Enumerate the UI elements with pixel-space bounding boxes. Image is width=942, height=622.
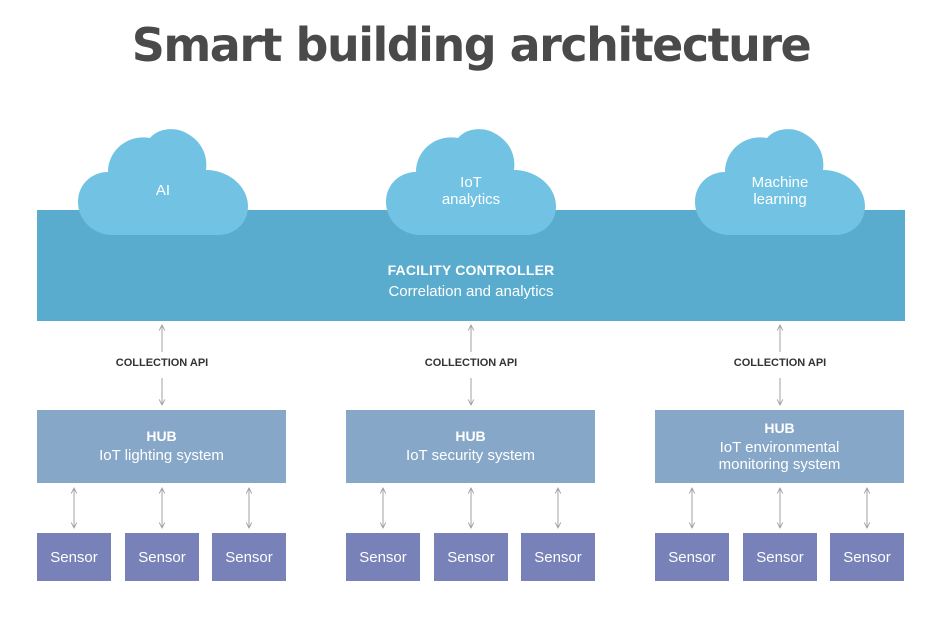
hub-subtitle: IoT lighting system xyxy=(99,447,224,464)
collection-api-label: COLLECTION API xyxy=(115,357,209,369)
cloud-iot-analytics: IoT analytics xyxy=(386,128,556,236)
cloud-icon xyxy=(78,129,248,235)
cloud-machine-learning: Machine learning xyxy=(695,128,865,236)
cloud-label-line: analytics xyxy=(441,191,501,208)
cloud-icon xyxy=(386,129,556,235)
sensor-box: Sensor xyxy=(434,533,508,581)
cloud-label-line: AI xyxy=(155,182,171,199)
cloud-label-line: learning xyxy=(753,191,807,208)
controller-title: FACILITY CONTROLLER xyxy=(387,262,555,278)
hub-security: HUB IoT security system xyxy=(346,410,595,483)
sensor-box: Sensor xyxy=(743,533,817,581)
hub-title: HUB xyxy=(146,428,177,444)
sensor-box: Sensor xyxy=(212,533,286,581)
cloud-label-line: Machine xyxy=(751,174,809,191)
hub-subtitle: monitoring system xyxy=(718,456,841,473)
sensor-box: Sensor xyxy=(830,533,904,581)
sensor-box: Sensor xyxy=(521,533,595,581)
facility-controller: FACILITY CONTROLLER Correlation and anal… xyxy=(37,262,905,300)
collection-api-label: COLLECTION API xyxy=(424,357,518,369)
cloud-ai: AI xyxy=(78,128,248,236)
hub-subtitle: IoT environmental xyxy=(719,439,840,456)
hub-environmental: HUB IoT environmental monitoring system xyxy=(655,410,904,483)
cloud-icon xyxy=(695,129,865,235)
hub-title: HUB xyxy=(455,428,486,444)
sensor-box: Sensor xyxy=(125,533,199,581)
hub-lighting: HUB IoT lighting system xyxy=(37,410,286,483)
hub-title: HUB xyxy=(764,420,795,436)
cloud-label-line: IoT xyxy=(460,174,482,191)
diagram-title: Smart building architecture xyxy=(131,18,812,72)
hub-subtitle: IoT security system xyxy=(406,447,535,464)
sensor-box: Sensor xyxy=(37,533,111,581)
controller-subtitle: Correlation and analytics xyxy=(388,283,554,300)
sensor-box: Sensor xyxy=(655,533,729,581)
sensor-box: Sensor xyxy=(346,533,420,581)
collection-api-label: COLLECTION API xyxy=(733,357,827,369)
